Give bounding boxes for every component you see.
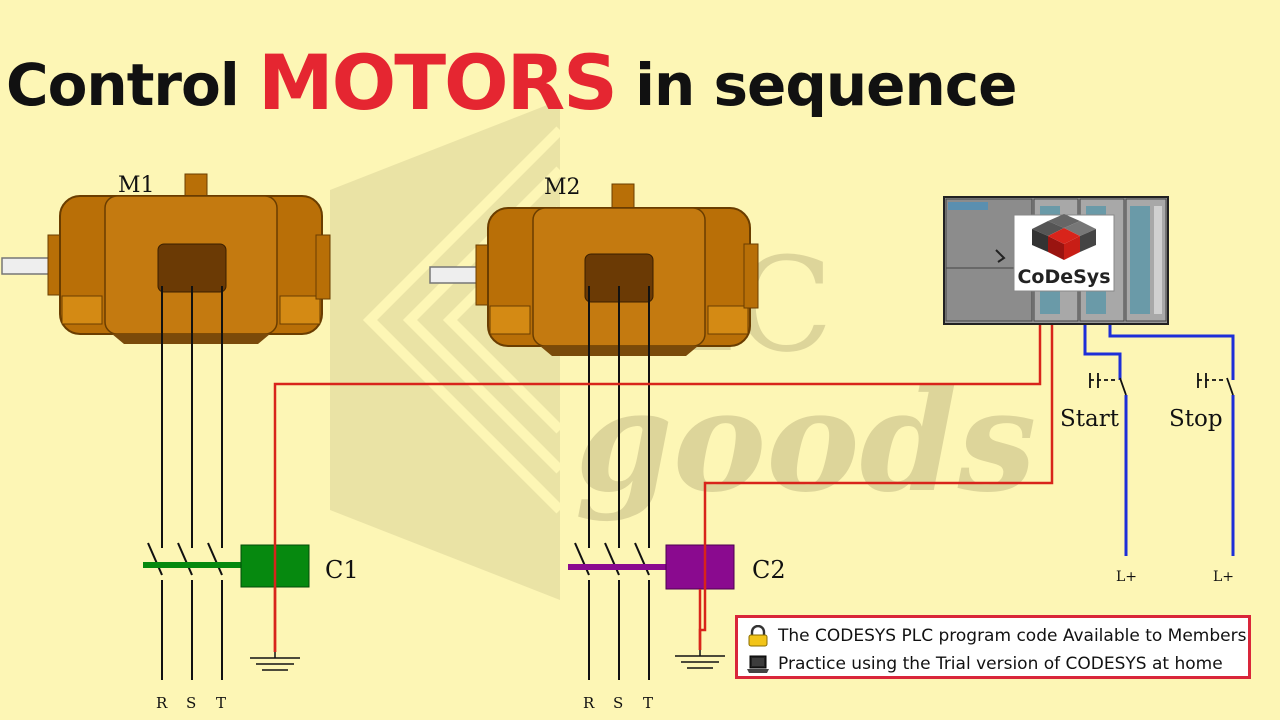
m2-phase-wires <box>574 286 650 680</box>
m1-phase-t: T <box>216 694 226 712</box>
stop-input-wire <box>1108 322 1235 380</box>
title-suffix: in sequence <box>635 51 1017 119</box>
stop-button-label: Stop <box>1169 406 1223 432</box>
motor-m2-label: M2 <box>544 175 581 200</box>
info-line-trial: Practice using the Trial version of CODE… <box>746 650 1240 678</box>
title-accent: MOTORS <box>257 38 618 127</box>
watermark-text-2: goods <box>575 360 1036 524</box>
lock-icon <box>746 624 770 647</box>
c1-label: C1 <box>325 556 359 584</box>
c1-control-wire <box>273 322 1042 652</box>
info-text-trial: Practice using the Trial version of CODE… <box>778 654 1223 674</box>
watermark-logo <box>330 100 564 600</box>
motor-m1 <box>1 173 331 344</box>
m1-phase-s: S <box>186 694 196 712</box>
info-line-members: The CODESYS PLC program code Available t… <box>746 622 1246 650</box>
c2-coil <box>665 544 735 590</box>
laptop-icon <box>746 653 770 675</box>
start-button-label: Start <box>1060 406 1120 432</box>
start-input-wire <box>1083 322 1122 380</box>
start-button-symbol <box>1089 373 1127 396</box>
stop-button-symbol <box>1197 373 1234 396</box>
motor-m2 <box>429 183 759 356</box>
m1-phase-r: R <box>156 694 168 712</box>
m2-phase-r: R <box>583 694 595 712</box>
start-supply-label: L+ <box>1116 569 1137 585</box>
info-text-members: The CODESYS PLC program code Available t… <box>778 626 1247 646</box>
m1-phase-wires <box>147 286 223 680</box>
codesys-logo-text: CoDeSys <box>1017 266 1110 288</box>
c1-ground-symbol <box>250 652 300 671</box>
c2-label: C2 <box>752 556 786 584</box>
title-prefix: Control <box>6 51 240 119</box>
c2-ground-symbol <box>675 650 725 669</box>
page-title: Control MOTORS in sequence <box>6 38 1018 127</box>
m2-phase-t: T <box>643 694 653 712</box>
info-box: The CODESYS PLC program code Available t… <box>735 615 1251 679</box>
motor-m1-label: M1 <box>118 173 155 198</box>
m2-phase-s: S <box>613 694 623 712</box>
codesys-logo: CoDeSys <box>1013 214 1115 292</box>
stop-supply-label: L+ <box>1213 569 1234 585</box>
